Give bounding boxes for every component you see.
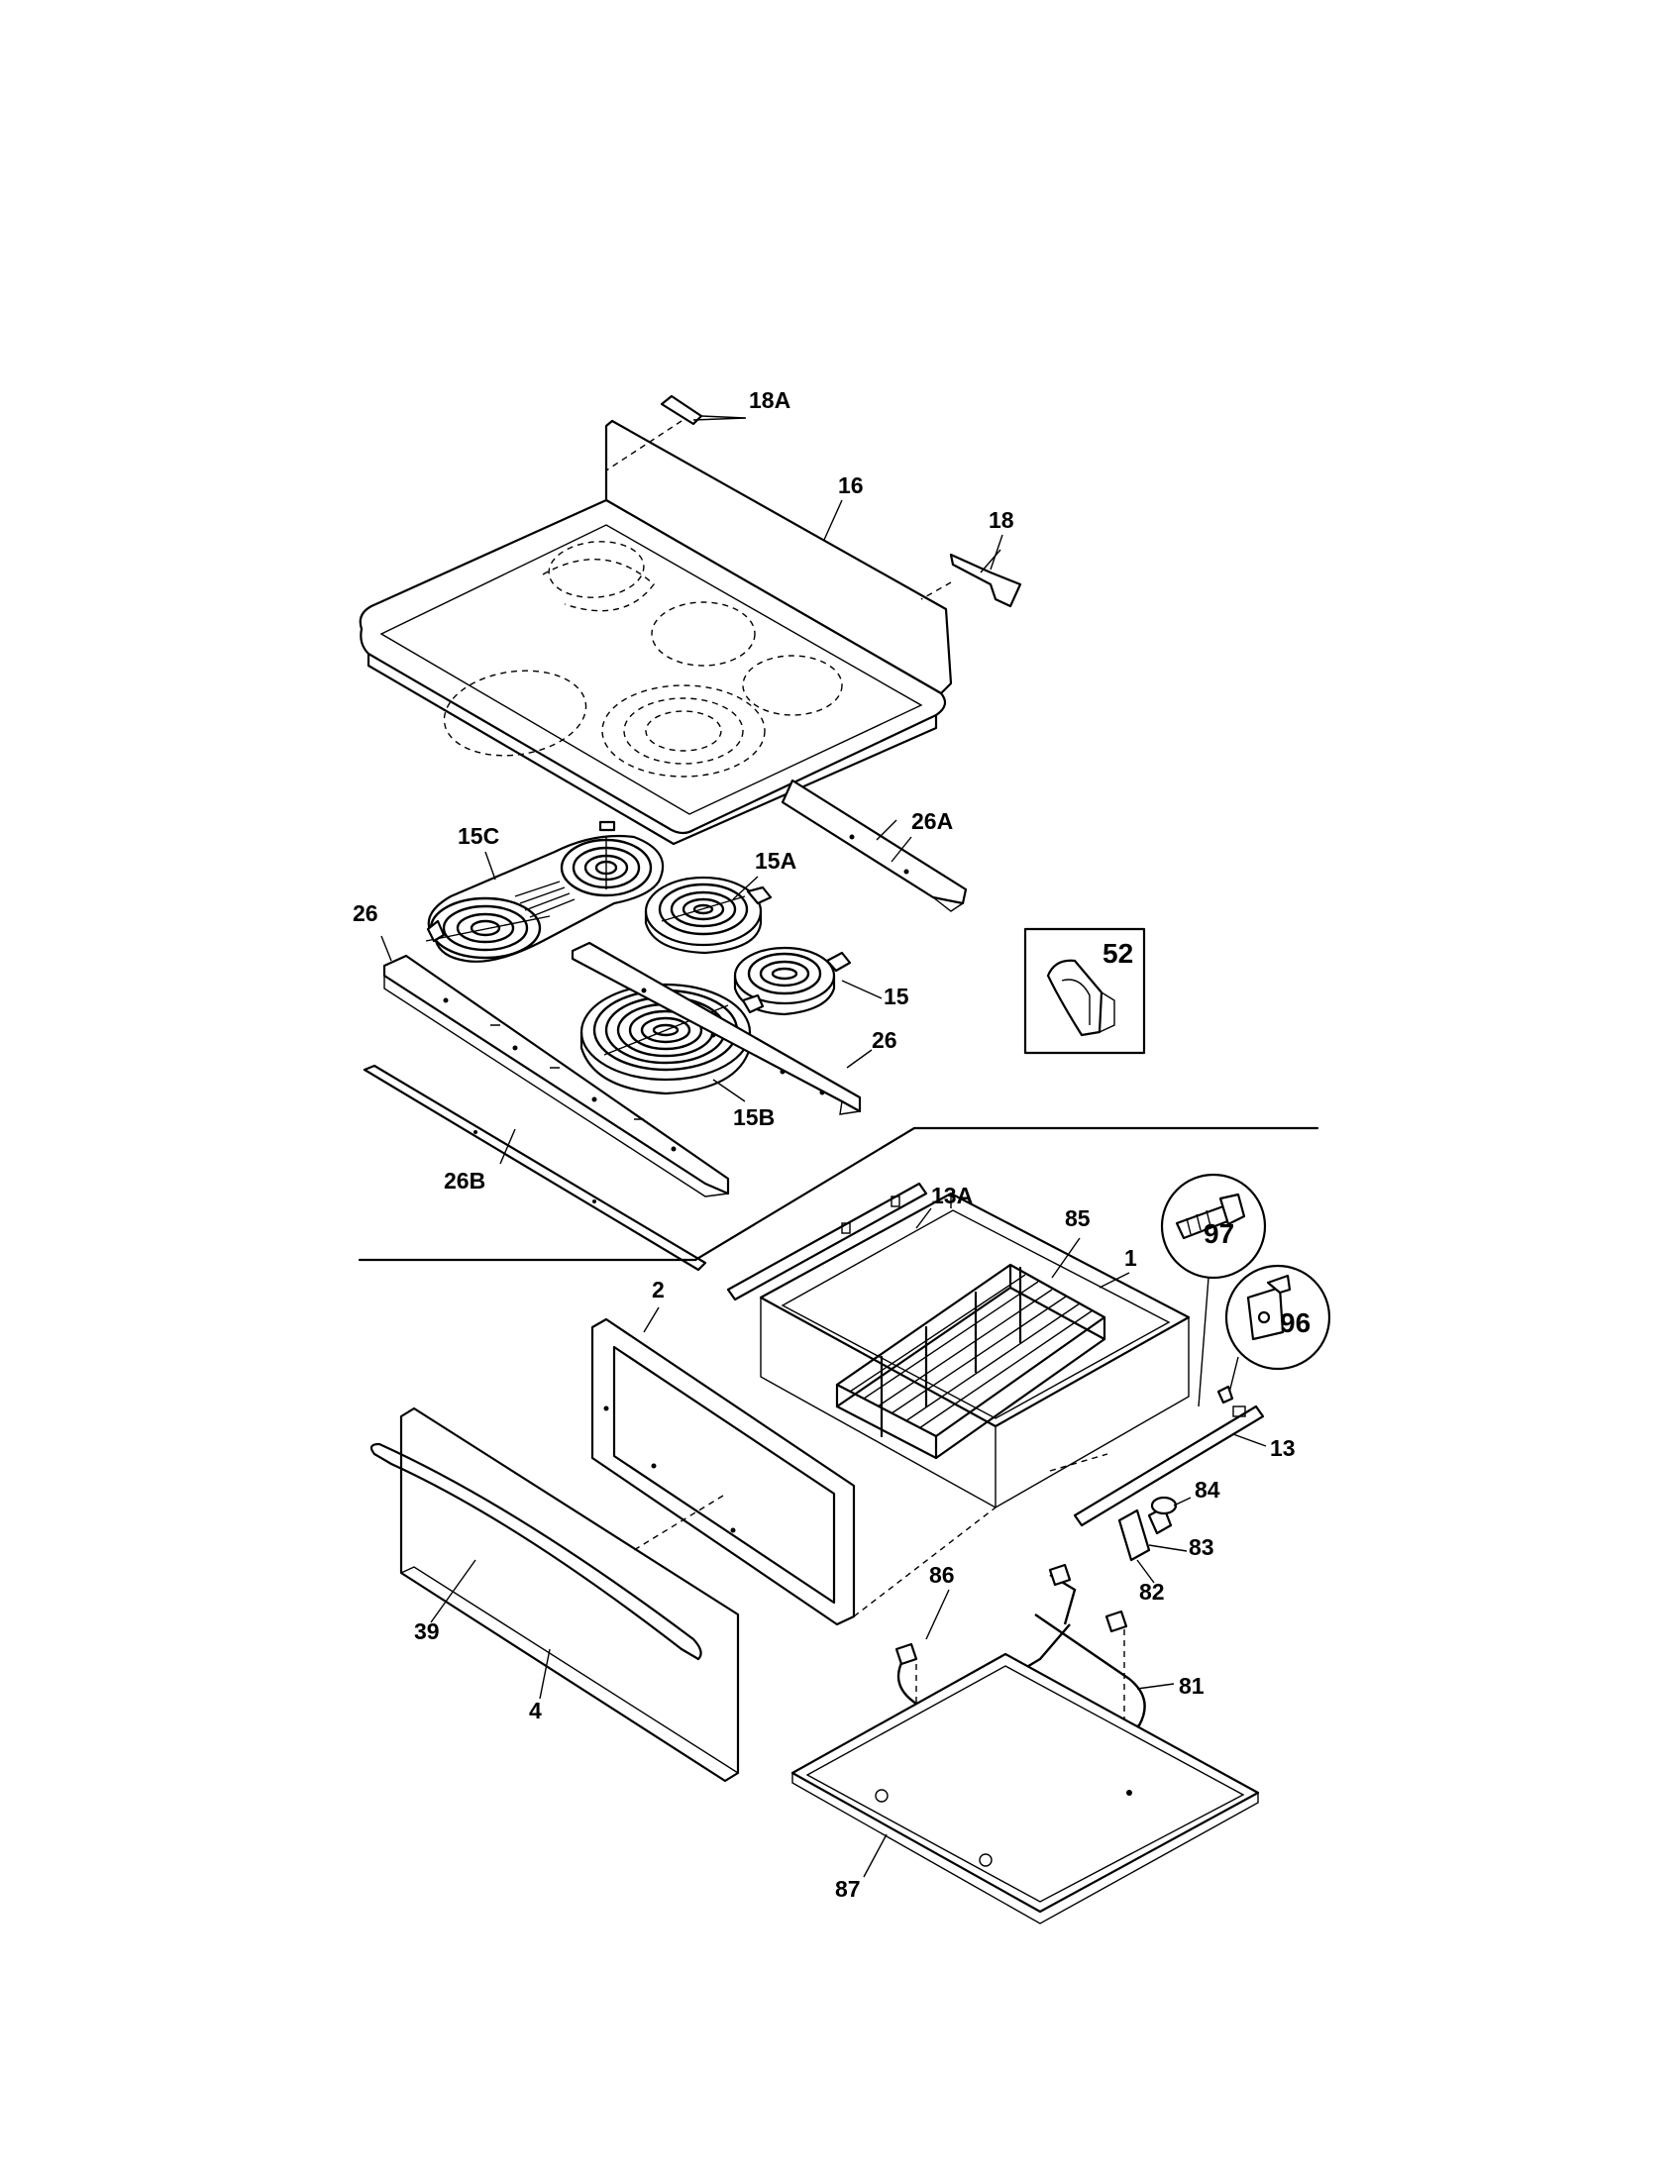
- label-2: 2: [652, 1277, 665, 1302]
- label-4: 4: [529, 1698, 542, 1723]
- element-15c: [425, 820, 665, 963]
- rail-13a: [726, 1182, 928, 1301]
- rail-26a: [781, 779, 968, 912]
- label-26-right: 26: [872, 1027, 897, 1053]
- label-52: 52: [1102, 938, 1133, 969]
- label-84: 84: [1195, 1477, 1220, 1503]
- label-15: 15: [884, 984, 909, 1009]
- label-82: 82: [1139, 1579, 1165, 1605]
- inset-52: [1023, 927, 1146, 1055]
- drawer-front: [369, 1406, 740, 1783]
- strip-26b: [363, 1064, 707, 1272]
- label-83: 83: [1189, 1534, 1214, 1560]
- label-16: 16: [838, 472, 864, 498]
- label-26-left: 26: [353, 900, 378, 926]
- divider-line: [358, 1126, 1319, 1262]
- label-87: 87: [835, 1876, 861, 1902]
- label-18: 18: [989, 507, 1014, 533]
- label-18a: 18A: [749, 387, 790, 413]
- label-15b: 15B: [733, 1104, 775, 1130]
- label-81: 81: [1179, 1673, 1205, 1699]
- label-26a: 26A: [911, 808, 953, 834]
- drawer-handle: [369, 1442, 702, 1661]
- label-97: 97: [1204, 1218, 1234, 1249]
- bracket-18: [920, 549, 1022, 608]
- drawer-pan-87: [790, 1652, 1260, 1924]
- drawer-rack: [835, 1263, 1106, 1460]
- label-39: 39: [414, 1618, 440, 1644]
- cooktop-glass-top: [359, 419, 953, 846]
- assembly-line-drawer: [1049, 1453, 1108, 1472]
- label-15a: 15A: [755, 848, 796, 874]
- label-13: 13: [1270, 1435, 1296, 1461]
- label-85: 85: [1065, 1205, 1091, 1231]
- clip-96: [1216, 1264, 1331, 1404]
- label-13a: 13A: [931, 1183, 973, 1208]
- leader-lines: [380, 417, 1267, 1878]
- bolt-97: [1160, 1173, 1267, 1407]
- support-bracket-26-right: [571, 941, 862, 1115]
- element-15a: [644, 876, 773, 955]
- label-86: 86: [929, 1562, 955, 1588]
- switch-assembly: [1117, 1496, 1178, 1562]
- element-15: [733, 946, 852, 1016]
- label-26b: 26B: [444, 1168, 485, 1194]
- label-96: 96: [1280, 1307, 1311, 1338]
- support-bracket-26-left: [382, 954, 730, 1197]
- label-1: 1: [1124, 1245, 1137, 1271]
- element-15b: [579, 983, 765, 1095]
- assembly-line-frame: [853, 1507, 997, 1617]
- label-15c: 15C: [458, 823, 499, 849]
- rail-13: [1073, 1404, 1265, 1527]
- callout-labels: 18A 16 18 26A 15C 15A 26 52 15 26 15B 26…: [353, 387, 1311, 1902]
